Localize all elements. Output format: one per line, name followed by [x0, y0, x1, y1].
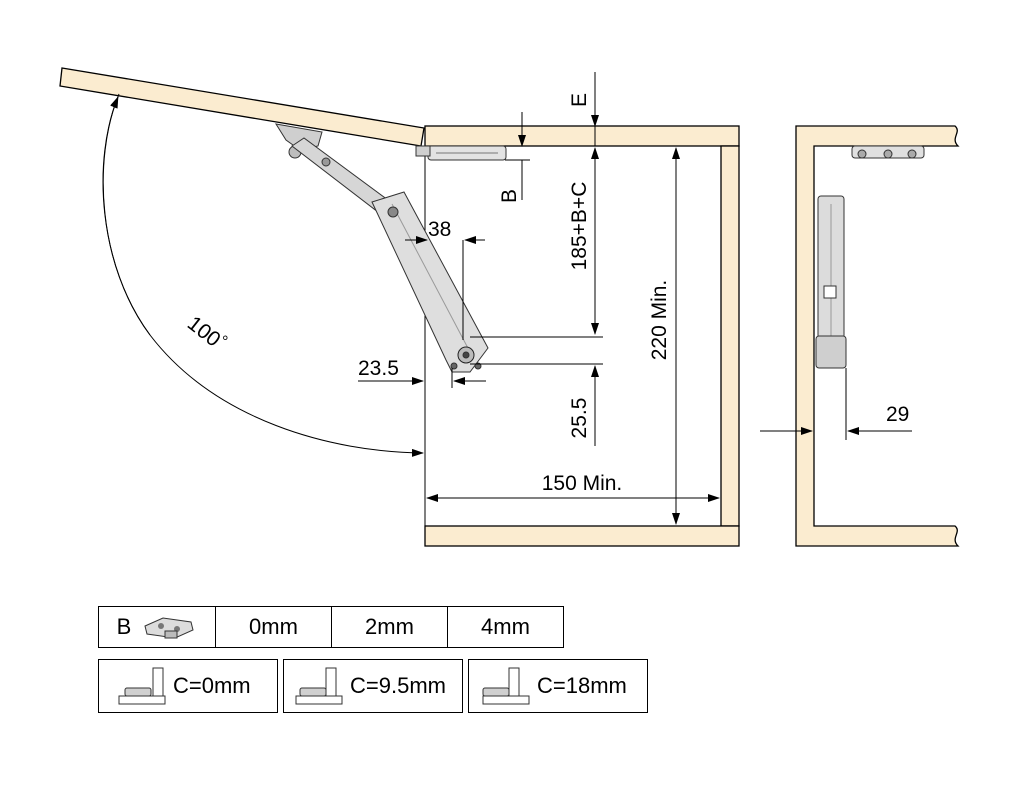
mechanism-housing: [371, 191, 489, 373]
opening-angle-arc: [102, 93, 424, 457]
dim-bc-label: 185+B+C: [568, 182, 591, 271]
lift-arm: [291, 137, 389, 213]
table-b-value-1: 2mm: [332, 606, 448, 648]
cabinet-section: [59, 67, 740, 547]
table-b-header-label: B: [116, 614, 132, 639]
cabinet-bottom-panel: [424, 525, 740, 547]
dim-b-label: B: [498, 189, 521, 203]
lift-mechanism: [274, 123, 507, 373]
dimension-lines: [102, 72, 912, 525]
hinge-overlay-full-icon: [118, 667, 166, 705]
table-c-item-1: C=9.5mm: [283, 659, 463, 713]
cabinet-side-section: [795, 125, 960, 547]
dim-angle-label: 100°: [183, 311, 230, 355]
dim-220-label: 220 Min.: [648, 280, 671, 361]
dim-25-5-label: 25.5: [568, 398, 591, 439]
table-c-label-1: C=9.5mm: [350, 673, 446, 698]
table-b: B 0mm 2mm 4mm: [98, 606, 564, 648]
table-c-item-2: C=18mm: [468, 659, 648, 713]
hinge-inset-icon: [482, 667, 530, 705]
mounting-plate-icon: [144, 617, 194, 639]
table-b-value-2: 4mm: [448, 606, 564, 648]
dim-150-label: 150 Min.: [542, 472, 623, 495]
side-section-panel: [795, 125, 960, 547]
cabinet-top-panel: [424, 125, 740, 147]
table-c-label-2: C=18mm: [537, 673, 627, 698]
hinge-overlay-half-icon: [295, 667, 343, 705]
dim-e-label: E: [568, 93, 591, 107]
table-b-header: B: [98, 606, 216, 648]
lift-mechanism-side: [815, 145, 925, 369]
dim-23-5-label: 23.5: [358, 357, 399, 380]
table-c-item-0: C=0mm: [98, 659, 278, 713]
dim-29-label: 29: [886, 403, 909, 426]
cabinet-side-panel: [720, 145, 740, 527]
table-b-value-0: 0mm: [216, 606, 332, 648]
dim-38-label: 38: [428, 218, 451, 241]
table-c-label-0: C=0mm: [173, 673, 251, 698]
